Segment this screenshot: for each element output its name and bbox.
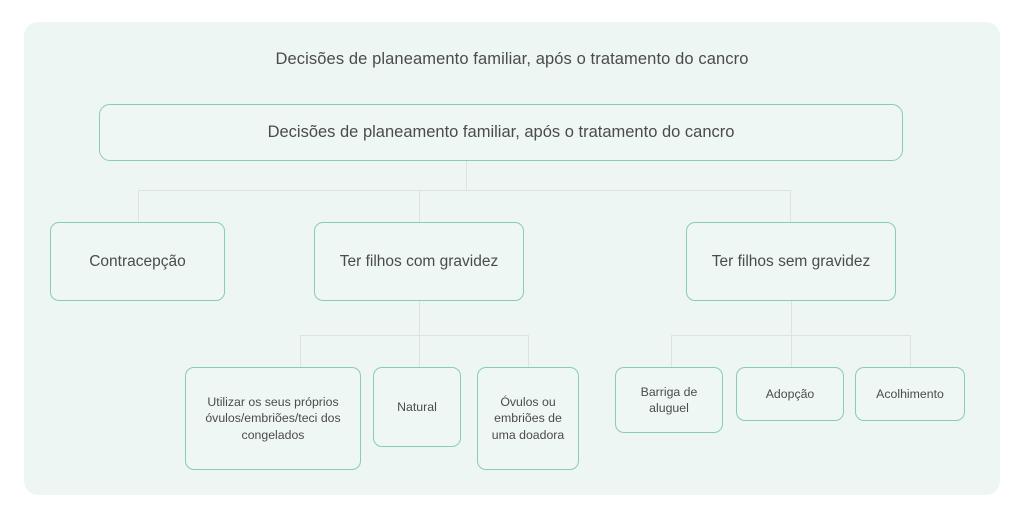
node-ter-filhos-sem-gravidez-label: Ter filhos sem gravidez <box>711 252 871 270</box>
node-contracepcao-label: Contracepção <box>89 252 186 270</box>
connector-drop-barriga <box>671 335 672 367</box>
connector-drop-natural <box>419 335 420 367</box>
node-natural[interactable]: Natural <box>373 367 461 447</box>
node-adopcao-label: Adopção <box>765 386 815 401</box>
connector-root-stem <box>466 161 467 191</box>
node-acolhimento-label: Acolhimento <box>876 386 944 401</box>
node-ovulos-congelados[interactable]: Utilizar os seus próprios óvulos/embriõe… <box>185 367 361 470</box>
node-ovulos-doadora[interactable]: Óvulos ou embriões de uma doadora <box>477 367 579 470</box>
connector-drop-contracepcao <box>138 190 139 222</box>
connector-com-gravidez-bus <box>300 335 528 336</box>
node-acolhimento[interactable]: Acolhimento <box>855 367 965 421</box>
node-root[interactable]: Decisões de planeamento familiar, após o… <box>99 104 903 161</box>
connector-drop-doadora <box>528 335 529 367</box>
node-ter-filhos-com-gravidez[interactable]: Ter filhos com gravidez <box>314 222 524 301</box>
connector-drop-acolhimento <box>910 335 911 367</box>
node-natural-label: Natural <box>397 399 437 414</box>
node-barriga-de-aluguel[interactable]: Barriga de aluguel <box>615 367 723 433</box>
node-adopcao[interactable]: Adopção <box>736 367 844 421</box>
node-barriga-de-aluguel-label: Barriga de aluguel <box>640 384 698 415</box>
connector-drop-sem-gravidez <box>790 190 791 222</box>
diagram-title: Decisões de planeamento familiar, após o… <box>275 50 749 68</box>
node-ter-filhos-com-gravidez-label: Ter filhos com gravidez <box>339 252 499 270</box>
node-ter-filhos-sem-gravidez[interactable]: Ter filhos sem gravidez <box>686 222 896 301</box>
node-root-label: Decisões de planeamento familiar, após o… <box>267 122 735 141</box>
connector-drop-adopcao <box>791 335 792 367</box>
connector-drop-com-gravidez <box>419 190 420 222</box>
connector-sem-gravidez-stem <box>791 301 792 335</box>
node-contracepcao[interactable]: Contracepção <box>50 222 225 301</box>
connector-level2-bus <box>138 190 791 191</box>
node-ovulos-congelados-label: Utilizar os seus próprios óvulos/embriõe… <box>205 395 341 442</box>
connector-drop-congelados <box>300 335 301 367</box>
connector-com-gravidez-stem <box>419 301 420 335</box>
node-ovulos-doadora-label: Óvulos ou embriões de uma doadora <box>491 395 565 442</box>
